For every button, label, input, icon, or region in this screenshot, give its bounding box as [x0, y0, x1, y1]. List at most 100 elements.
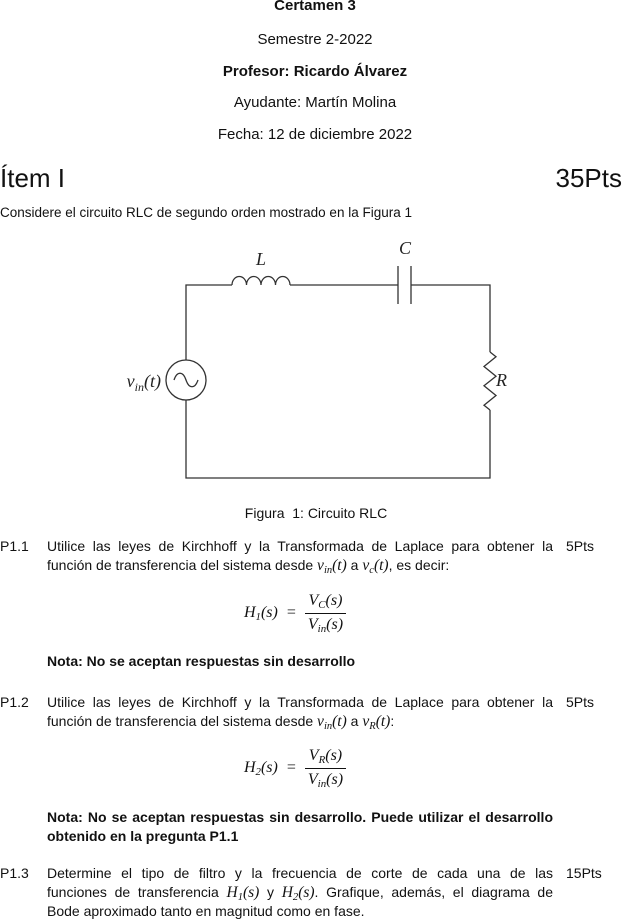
question-note: Nota: No se aceptan respuestas sin desar… [47, 653, 356, 669]
math-subscript: 2 [292, 892, 299, 904]
item-points: 35Pts [555, 163, 622, 193]
wire-left-top [185, 284, 232, 360]
math-base: V [307, 770, 318, 788]
math-base: H [281, 884, 293, 901]
source-label: vin(t) [127, 371, 161, 394]
math-subscript: 2 [255, 765, 261, 778]
figure-caption: Figura 1: Circuito RLC [244, 505, 388, 521]
math-subscript: in [323, 721, 333, 733]
inductor-label: L [255, 249, 266, 269]
assistant-line: Ayudante: Martín Molina [233, 94, 397, 111]
math-v-in-t: vin(t) [317, 557, 347, 577]
math-base: V [308, 591, 319, 609]
question-note: obtenido en la pregunta P1.1 [47, 828, 239, 844]
question-points: 5Pts [566, 538, 595, 554]
math-argument: (s) [325, 591, 343, 609]
text-segment: función de transferencia del sistema des… [47, 713, 318, 729]
math-base: H [243, 758, 256, 776]
math-base: v [317, 557, 324, 574]
item-intro: Considere el circuito RLC de segundo ord… [0, 205, 412, 220]
math-v-r-t: vR(t) [362, 713, 391, 733]
question-text-line: función de transferencia del sistema des… [47, 556, 553, 577]
math-v-c-t: vc(t) [362, 557, 389, 577]
question-number: P1.3 [0, 865, 29, 881]
question-text-line: función de transferencia del sistema des… [47, 712, 553, 733]
math-h1-s: H1(s) [226, 884, 260, 904]
fraction-denominator: Vin(s) [305, 614, 346, 636]
question-points: 15Pts [566, 865, 602, 881]
resistor-symbol [482, 351, 498, 411]
math-argument: (s) [326, 615, 344, 633]
math-argument: (t) [375, 713, 391, 730]
math-subscript: in [317, 622, 327, 635]
inductor-symbol [231, 275, 291, 286]
fraction: VC(s) Vin(s) [304, 591, 347, 636]
resistor-label: R [495, 370, 507, 390]
math-subscript: 1 [255, 610, 261, 623]
question-text-line: Bode aproximado tanto en magnitud como e… [47, 903, 365, 919]
question-text-line: Determine el tipo de filtro y la frecuen… [47, 865, 553, 881]
question-points: 5Pts [566, 694, 595, 710]
wire-top-right [411, 284, 491, 352]
text-segment: : [390, 713, 395, 729]
math-subscript: R [369, 721, 376, 733]
equals-sign: = [286, 759, 296, 776]
text-segment: y [259, 884, 282, 900]
equation-lhs: H1(s) [244, 603, 278, 624]
math-base: v [362, 713, 370, 730]
text-segment: funciones de transferencia [47, 884, 227, 900]
math-subscript: in [323, 565, 333, 577]
fraction-numerator: VR(s) [304, 746, 347, 769]
math-v-in-t: vin(t) [317, 713, 347, 733]
rlc-circuit-diagram: L C R vin(t) [127, 238, 507, 479]
voltage-source-symbol [165, 359, 207, 401]
math-h2-s: H2(s) [281, 884, 315, 904]
text-segment: a [346, 557, 363, 573]
fraction-numerator: VC(s) [304, 591, 347, 614]
exam-title: Certamen 3 [274, 0, 356, 14]
math-argument: (s) [242, 884, 260, 901]
question-note: Nota: No se aceptan respuestas sin desar… [47, 809, 553, 825]
math-subscript: c [369, 565, 374, 577]
math-subscript: in [317, 777, 327, 790]
text-segment: . Grafique, además, el diagrama de [314, 884, 553, 900]
math-base: H [226, 884, 238, 901]
capacitor-label: C [399, 238, 412, 258]
math-argument: (s) [260, 758, 278, 776]
math-argument: (s) [326, 770, 344, 788]
text-segment: función de transferencia del sistema des… [47, 557, 318, 573]
question-text-line: funciones de transferencia H1(s) y H2(s)… [47, 883, 553, 904]
math-base: v [127, 371, 135, 391]
fraction-denominator: Vin(s) [305, 769, 346, 791]
equation-h1: H1(s) = VC(s) Vin(s) [42, 591, 548, 635]
math-base: H [243, 603, 256, 621]
question-text-line: Utilice las leyes de Kirchhoff y la Tran… [47, 538, 553, 554]
math-argument: (t) [373, 557, 389, 574]
equation-lhs: H2(s) [244, 758, 278, 779]
math-base: v [317, 713, 324, 730]
question-text-line: Utilice las leyes de Kirchhoff y la Tran… [47, 694, 553, 710]
wire-bottom [185, 400, 491, 479]
math-argument: (t) [332, 557, 347, 574]
math-base: V [308, 746, 319, 764]
professor-line: Profesor: Ricardo Álvarez [222, 63, 408, 80]
date-line: Fecha: 12 de diciembre 2022 [217, 126, 413, 143]
math-subscript: 1 [237, 892, 243, 904]
sine-wave-icon [173, 372, 199, 388]
item-title: Ítem I [0, 163, 66, 193]
text-segment: , es decir: [388, 557, 450, 573]
math-base: v [362, 557, 370, 574]
math-subscript: R [318, 753, 326, 766]
math-base: V [307, 615, 318, 633]
math-argument: (s) [298, 884, 315, 901]
math-argument: (t) [144, 371, 161, 392]
math-argument: (s) [325, 746, 343, 764]
equation-h2: H2(s) = VR(s) Vin(s) [42, 746, 548, 790]
equals-sign: = [286, 604, 296, 621]
fraction: VR(s) Vin(s) [304, 746, 347, 791]
math-argument: (s) [260, 603, 278, 621]
semester-line: Semestre 2-2022 [257, 31, 373, 48]
math-subscript: C [318, 598, 326, 611]
question-number: P1.1 [0, 538, 29, 554]
